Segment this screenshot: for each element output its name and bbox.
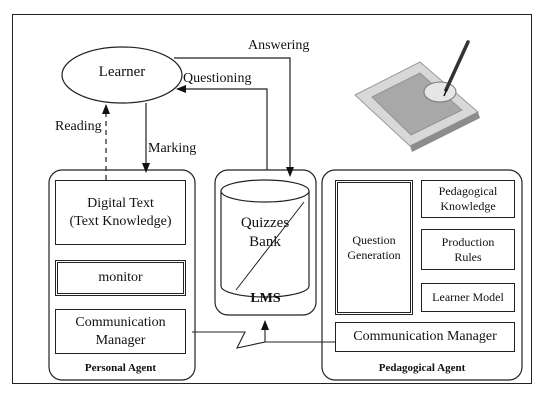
pedagogical-comm-manager-box: Communication Manager	[335, 322, 515, 352]
learner-node	[61, 46, 183, 104]
production-rules-line1: Production	[441, 234, 495, 249]
quizzes-bank-cylinder	[220, 179, 310, 298]
tablet-pen-icon	[354, 40, 480, 152]
answering-arrow	[174, 57, 294, 177]
personal-agent-container	[48, 169, 196, 381]
learner-label: Learner	[98, 64, 146, 80]
learner-model-label: Learner Model	[432, 290, 504, 304]
production-rules-box: Production Rules	[421, 229, 515, 270]
pedagogical-knowledge-line1: Pedagogical	[438, 184, 498, 198]
personal-comm-manager-box: Communication Manager	[55, 309, 186, 354]
monitor-label: monitor	[98, 270, 143, 285]
questioning-label: Questioning	[183, 71, 252, 86]
pedagogical-agent-container	[321, 169, 523, 381]
quizzes-bank-line2: Bank	[249, 234, 281, 250]
pedagogical-knowledge-box: Pedagogical Knowledge	[421, 180, 515, 218]
digital-text-line2: (Text Knowledge)	[69, 213, 172, 229]
communication-link	[192, 320, 269, 349]
marking-label: Marking	[148, 141, 197, 156]
digital-text-box: Digital Text (Text Knowledge)	[55, 180, 186, 245]
pedagogical-knowledge-line2: Knowledge	[440, 199, 496, 213]
figure-frame	[12, 14, 532, 384]
personal-comm-line1: Communication	[75, 314, 166, 330]
personal-comm-line2: Manager	[95, 332, 146, 348]
reading-label: Reading	[55, 119, 102, 134]
pedagogical-comm-label: Communication Manager	[353, 329, 497, 344]
lms-container	[214, 169, 317, 316]
pedagogical-agent-title: Pedagogical Agent	[378, 362, 466, 374]
lms-title: LMS	[250, 291, 281, 306]
personal-agent-title: Personal Agent	[84, 362, 157, 374]
learner-model-box: Learner Model	[421, 283, 515, 312]
question-generation-line1: Question	[352, 232, 396, 247]
digital-text-line1: Digital Text	[87, 195, 154, 211]
answering-label: Answering	[248, 38, 310, 53]
quizzes-bank-label: Quizzes Bank	[221, 214, 309, 252]
questioning-arrow	[176, 85, 268, 170]
question-generation-line2: Generation	[347, 247, 401, 262]
production-rules-line2: Rules	[454, 249, 482, 264]
question-generation-box: Question Generation	[335, 180, 413, 315]
monitor-box: monitor	[55, 260, 186, 296]
quizzes-bank-line1: Quizzes	[240, 215, 290, 231]
